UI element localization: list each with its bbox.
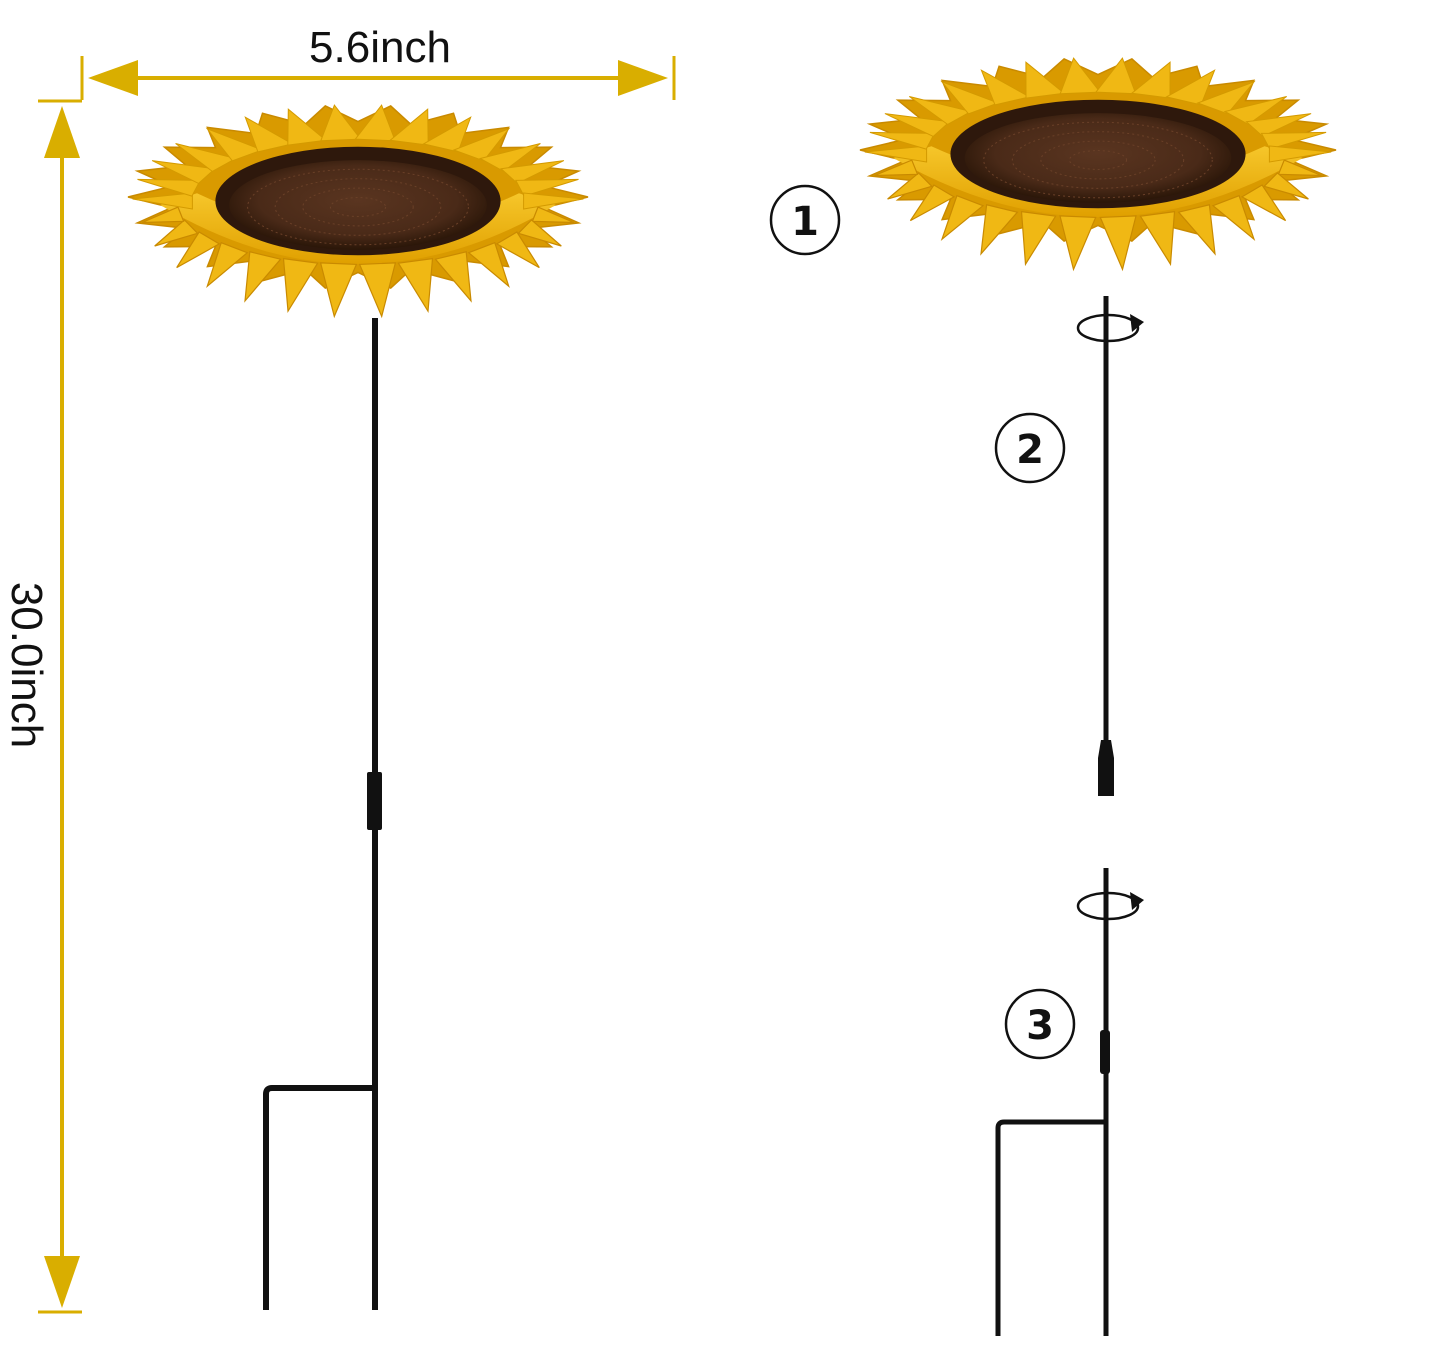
assembly-steps: 1 2 3	[769, 57, 1337, 1336]
width-label: 5.6inch	[309, 23, 451, 72]
rotate-arrow-icon	[1076, 313, 1144, 343]
rotate-arrow-icon	[1076, 891, 1144, 921]
sunflower-dish-assembled	[127, 104, 589, 319]
height-arrow-top	[44, 106, 80, 158]
height-arrow-bottom	[44, 1256, 80, 1308]
height-label: 30.0inch	[2, 582, 51, 748]
width-arrow-right	[618, 60, 668, 96]
width-arrow-left	[88, 60, 138, 96]
step-1-badge: 1	[769, 184, 841, 256]
svg-text:1: 1	[791, 199, 819, 245]
stake-fork	[263, 1085, 372, 1310]
step-2-badge: 2	[994, 412, 1066, 484]
sunflower-dish-part	[859, 57, 1337, 272]
lower-stake-part	[995, 868, 1110, 1336]
width-dimension: 5.6inch	[80, 23, 676, 100]
stake-connector	[367, 772, 382, 830]
svg-text:2: 2	[1016, 427, 1044, 473]
step-3-badge: 3	[1004, 988, 1076, 1060]
assembled-bird-feeder	[127, 104, 589, 1310]
height-dimension: 30.0inch	[2, 99, 82, 1314]
svg-text:3: 3	[1026, 1003, 1054, 1049]
upper-stake-part	[1098, 296, 1114, 796]
